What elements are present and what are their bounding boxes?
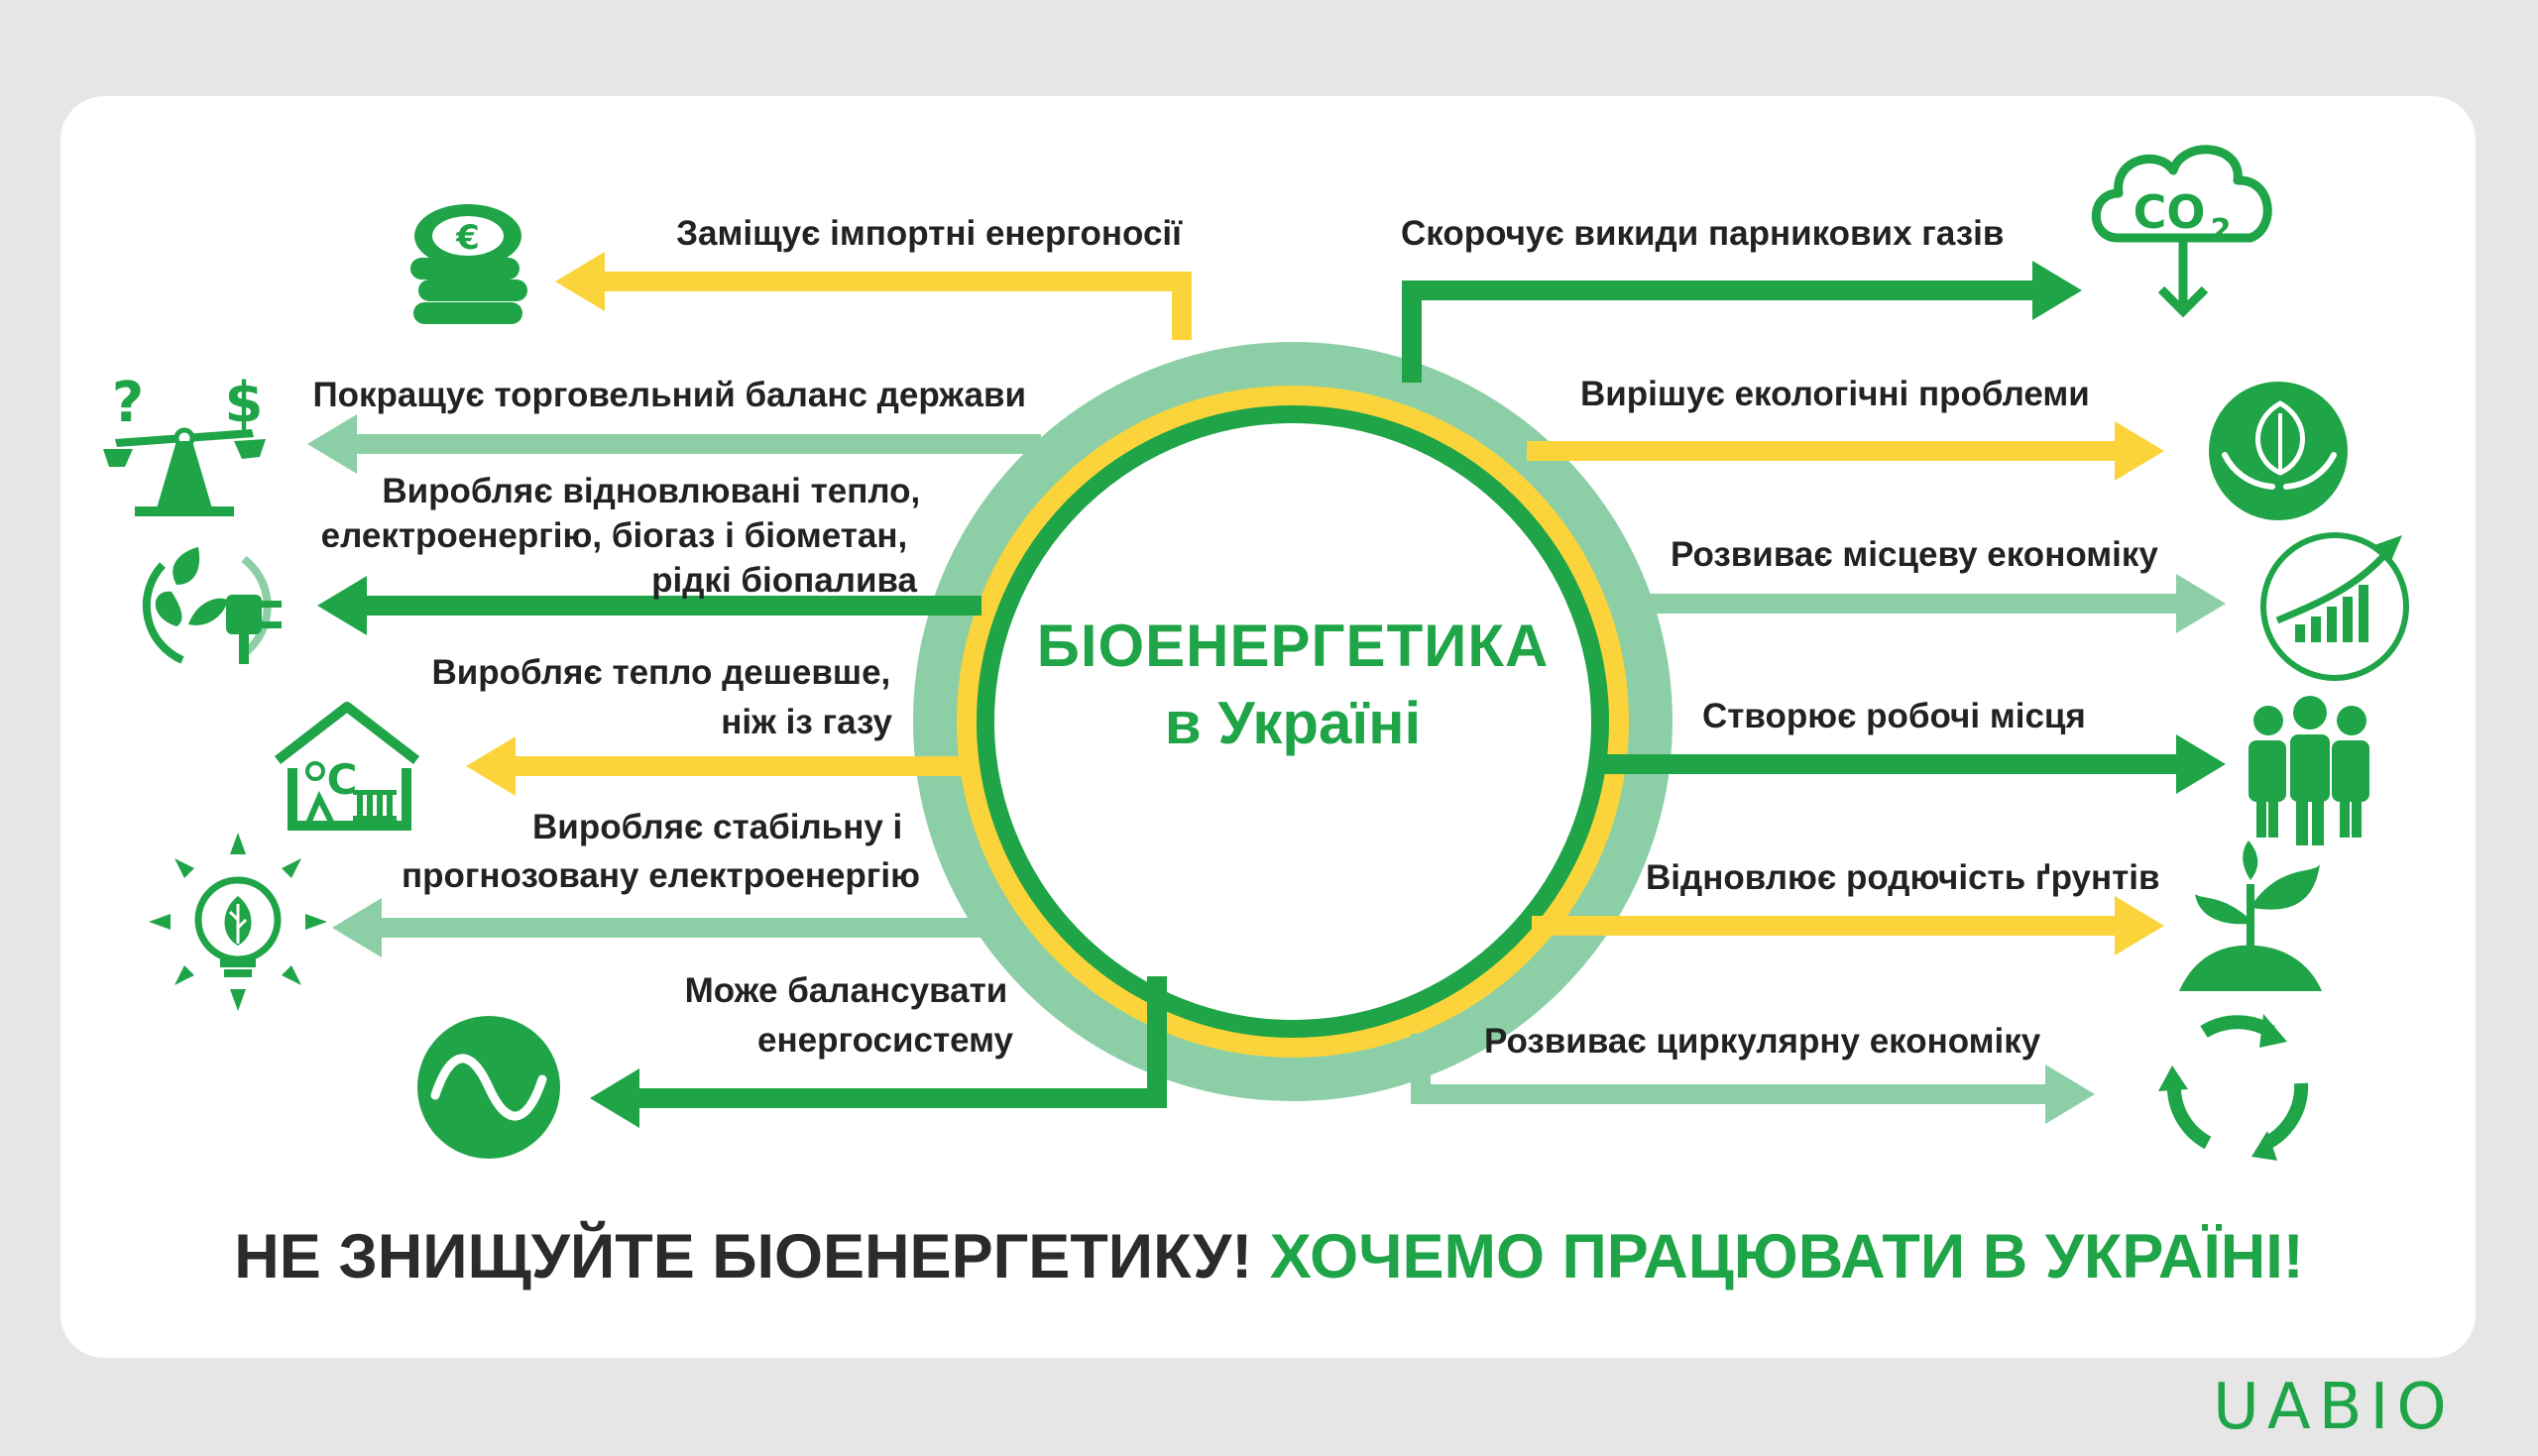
slogan: НЕ ЗНИЩУЙТЕ БІОЕНЕРГЕТИКУ! ХОЧЕМО ПРАЦЮВ… — [0, 1221, 2538, 1292]
renewable-plug-leaf-icon — [142, 547, 282, 664]
sine-wave-icon — [417, 1016, 560, 1159]
svg-text:C: C — [327, 755, 358, 804]
right-label-4: Створює робочі місця — [1702, 697, 2086, 735]
center-rings — [913, 342, 1673, 1101]
right-labels: Скорочує викиди парникових газів Вирішує… — [1401, 214, 2159, 1061]
svg-text:2: 2 — [2211, 213, 2232, 248]
center-subtitle: в Україні — [1165, 690, 1421, 756]
left-label-4: Виробляє тепло дешевше, ніж із газу — [431, 653, 900, 741]
right-label-2: Вирішує екологічні проблеми — [1580, 375, 2090, 413]
left-label-3: Виробляє відновлювані тепло, електроенер… — [321, 472, 930, 600]
connector-right-1 — [1402, 280, 2032, 383]
svg-text:?: ? — [112, 371, 144, 435]
right-label-5: Відновлює родючість ґрунтів — [1646, 858, 2159, 897]
inner-ring — [977, 405, 1609, 1038]
arrowhead-right-4 — [2176, 734, 2226, 794]
left-label-6: Може балансувати енергосистему — [685, 971, 1017, 1060]
coins-euro-icon: € — [410, 204, 527, 324]
arrowhead-left-5 — [332, 898, 382, 957]
arrowhead-left-1 — [555, 252, 605, 311]
trade-balance-scale-icon: ? $ — [103, 371, 266, 516]
uabio-logo: UABIO — [2213, 1371, 2455, 1444]
left-labels: Заміщує імпортні енергоносії Покращує то… — [313, 214, 1184, 1060]
left-connectors — [307, 252, 1192, 1128]
co2-cloud-icon: CO 2 — [2092, 145, 2272, 318]
arrowhead-left-3 — [317, 576, 367, 635]
svg-text:$: $ — [225, 371, 264, 435]
arrowhead-right-2 — [2115, 421, 2164, 481]
arrowhead-left-4 — [466, 736, 516, 796]
people-group-icon — [2249, 696, 2369, 845]
arrowhead-right-6 — [2045, 1064, 2095, 1124]
arrowhead-right-3 — [2176, 574, 2226, 633]
hands-leaf-icon — [2209, 382, 2348, 520]
growth-chart-icon — [2260, 532, 2409, 681]
slogan-part2: ХОЧЕМО ПРАЦЮВАТИ В УКРАЇНІ! — [1269, 1222, 2304, 1291]
left-label-1: Заміщує імпортні енергоносії — [676, 214, 1183, 253]
right-label-3: Розвиває місцеву економіку — [1671, 535, 2158, 574]
svg-text:€: € — [455, 218, 480, 258]
house-heating-icon: C — [274, 702, 420, 831]
left-label-5: Виробляє стабільну і прогнозовану електр… — [402, 808, 920, 895]
svg-text:CO: CO — [2134, 185, 2206, 239]
middle-ring — [957, 386, 1629, 1058]
right-label-6: Розвиває циркулярну економіку — [1484, 1022, 2041, 1061]
outer-ring — [913, 342, 1673, 1101]
sprout-soil-icon — [2179, 840, 2322, 991]
connector-left-1 — [605, 272, 1192, 340]
right-connectors — [1402, 261, 2226, 1124]
connector-left-6 — [639, 976, 1167, 1108]
arrowhead-left-6 — [590, 1068, 639, 1128]
slogan-part1: НЕ ЗНИЩУЙТЕ БІОЕНЕРГЕТИКУ! — [234, 1222, 1253, 1291]
arrowhead-right-5 — [2115, 896, 2164, 955]
eco-lightbulb-icon — [149, 833, 327, 1011]
connector-right-6 — [1411, 1034, 2045, 1104]
left-label-2: Покращує торговельний баланс держави — [313, 376, 1027, 414]
circular-arrows-icon — [2158, 1014, 2309, 1161]
right-label-1: Скорочує викиди парникових газів — [1401, 214, 2004, 253]
arrowhead-right-1 — [2032, 261, 2082, 320]
center-title: БІОЕНЕРГЕТИКА — [1037, 613, 1550, 679]
arrowhead-left-2 — [307, 414, 357, 474]
